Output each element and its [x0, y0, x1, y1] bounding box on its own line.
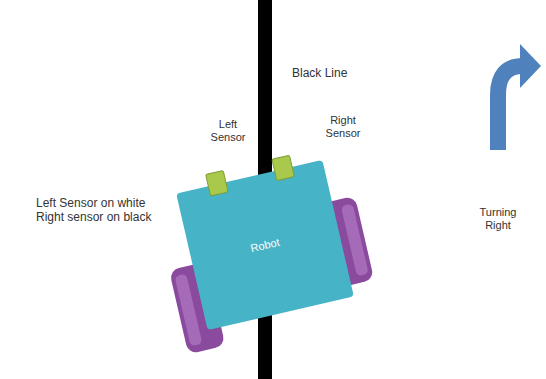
- line-label: Black Line: [292, 66, 372, 80]
- sensor-label: Right Sensor: [318, 114, 368, 140]
- turn-label: Turning Right: [468, 206, 528, 232]
- state-note: Left Sensor on white Right sensor on bla…: [36, 196, 168, 225]
- turn-arrow: [498, 44, 541, 150]
- robot-body: Robot: [176, 160, 354, 330]
- line-sensor: [272, 155, 294, 180]
- line-sensor: [206, 171, 228, 196]
- sensor-label: Left Sensor: [203, 118, 253, 144]
